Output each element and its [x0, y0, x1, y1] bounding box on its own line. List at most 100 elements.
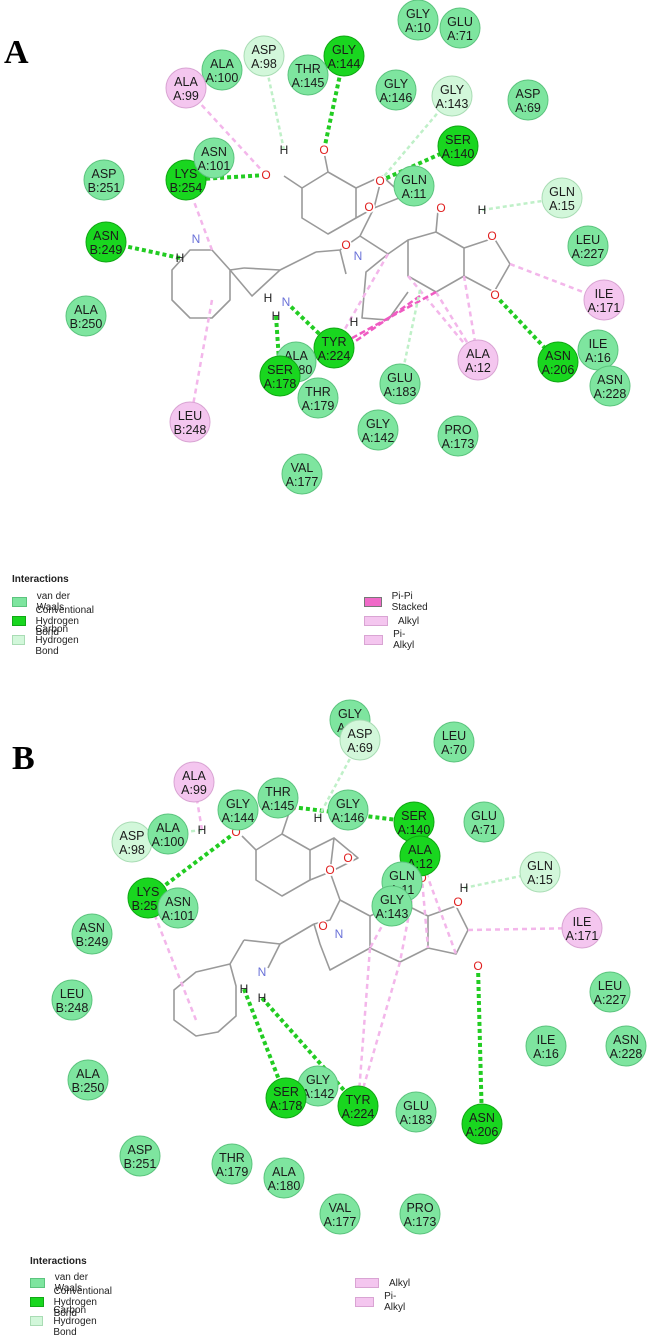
residue-name: ASP	[119, 829, 144, 843]
residue-id: A:178	[270, 1099, 303, 1113]
residue-disc	[339, 719, 381, 761]
residue-id: A:11	[402, 187, 427, 201]
residue-name: ASN	[165, 895, 191, 909]
legend-item-conv-hb: Conventional Hydrogen Bond	[30, 1286, 122, 1319]
residue-name: GLY	[366, 417, 391, 431]
atom-background	[340, 239, 352, 251]
residue-disc	[395, 1091, 437, 1133]
residue-name: PRO	[444, 423, 471, 437]
residue-name: THR	[295, 62, 321, 76]
atom-oxygen: O	[453, 895, 462, 909]
atom-hydrogen: H	[240, 982, 249, 996]
residue-name: TYR	[346, 1093, 371, 1107]
ligand-bond	[355, 175, 383, 219]
residue-id: A:15	[527, 873, 553, 887]
atom-hydrogen: H	[258, 991, 267, 1005]
residue-name: ALA	[174, 75, 198, 89]
residue-name: PRO	[406, 1201, 433, 1215]
residue-id: B:248	[56, 1001, 89, 1015]
ligand-bond	[435, 209, 439, 233]
residue-name: ASP	[515, 87, 540, 101]
residue-id: A:140	[398, 823, 431, 837]
residue-id: B:249	[76, 935, 109, 949]
residue-name: GLY	[338, 707, 363, 721]
residue-name: GLY	[384, 77, 409, 91]
legend-swatch	[30, 1316, 44, 1326]
atom-oxygen: O	[436, 201, 445, 215]
legend-swatch	[30, 1297, 44, 1307]
ligand-bond	[241, 835, 257, 851]
atom-background	[256, 966, 268, 978]
atom-hydrogen: H	[460, 881, 469, 895]
residue-id: A:228	[594, 387, 627, 401]
ligand-bond	[283, 175, 303, 189]
residue-name: LEU	[598, 979, 622, 993]
residue-disc	[65, 295, 107, 337]
residue-name: GLY	[336, 797, 361, 811]
residue-disc	[287, 54, 329, 96]
